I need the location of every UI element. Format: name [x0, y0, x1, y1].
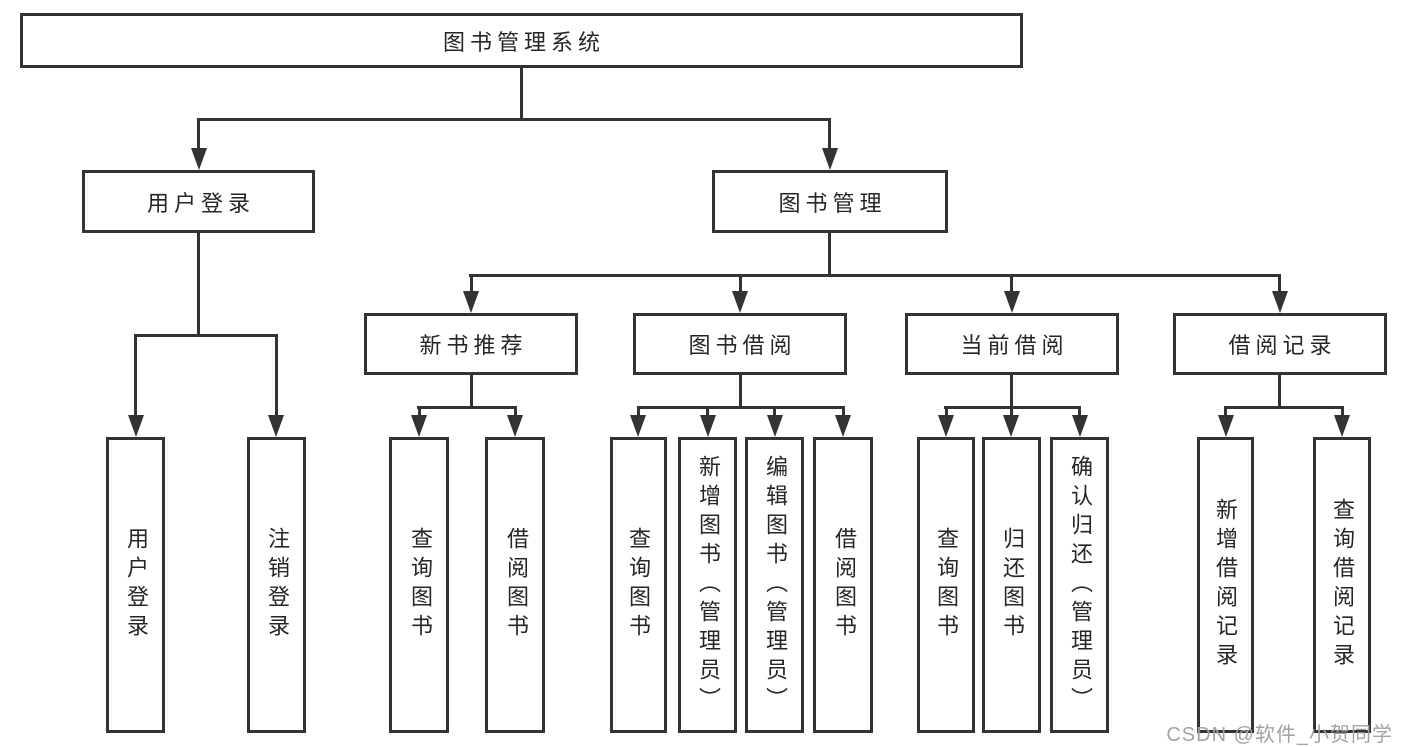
arrow-down-icon [1072, 415, 1088, 437]
connector-line [773, 406, 776, 420]
arrow-down-icon [822, 148, 838, 170]
connector-line [1278, 375, 1281, 409]
connector-line [197, 118, 200, 153]
connector-line [1010, 375, 1013, 409]
node-current-borrowing: 当前借阅 [905, 313, 1119, 375]
connector-line [470, 375, 473, 409]
connector-line [417, 406, 517, 409]
connector-line [418, 406, 421, 420]
arrow-down-icon [700, 415, 716, 437]
connector-line [1010, 274, 1013, 299]
arrow-down-icon [1272, 291, 1288, 313]
connector-line [469, 274, 1281, 277]
node-book-borrowing: 图书借阅 [633, 313, 847, 375]
arrow-down-icon [630, 415, 646, 437]
arrow-down-icon [1003, 415, 1019, 437]
node-new-book-recommendation: 新书推荐 [364, 313, 578, 375]
connector-line [1224, 406, 1344, 409]
connector-line [637, 406, 845, 409]
node-user-login: 用户登录 [82, 170, 315, 233]
arrow-down-icon [191, 148, 207, 170]
connector-line [197, 233, 200, 337]
arrow-down-icon [507, 415, 523, 437]
connector-line [706, 406, 709, 420]
connector-line [739, 375, 742, 409]
node-return-books: 归还图书 [982, 437, 1041, 733]
node-confirm-return-admin: 确认归还（管理员） [1050, 437, 1109, 733]
arrow-down-icon [268, 415, 284, 437]
node-add-books-admin: 新增图书（管理员） [678, 437, 737, 733]
node-book-management: 图书管理 [712, 170, 948, 233]
node-borrow-books-recommend: 借阅图书 [485, 437, 545, 733]
connector-line [514, 406, 517, 420]
node-query-books-current: 查询图书 [917, 437, 975, 733]
connector-line [828, 233, 831, 277]
connector-line [1224, 406, 1227, 420]
arrow-down-icon [732, 291, 748, 313]
connector-line [1278, 274, 1281, 299]
node-query-borrow-record: 查询借阅记录 [1313, 437, 1371, 733]
connector-line [134, 334, 278, 337]
node-library-management-system: 图书管理系统 [20, 13, 1023, 68]
node-user-login-leaf: 用户登录 [106, 437, 165, 733]
arrow-down-icon [1218, 415, 1234, 437]
node-edit-books-admin: 编辑图书（管理员） [745, 437, 804, 733]
arrow-down-icon [128, 415, 144, 437]
connector-line [1078, 406, 1081, 420]
connector-line [1010, 406, 1013, 420]
connector-line [945, 406, 948, 420]
arrow-down-icon [835, 415, 851, 437]
node-borrowing-records: 借阅记录 [1173, 313, 1387, 375]
connector-line [520, 68, 523, 121]
arrow-down-icon [463, 291, 479, 313]
node-query-books-recommend: 查询图书 [389, 437, 449, 733]
node-logout: 注销登录 [247, 437, 306, 733]
connector-line [828, 118, 831, 153]
connector-line [275, 334, 278, 419]
arrow-down-icon [767, 415, 783, 437]
node-query-books-borrowing: 查询图书 [610, 437, 667, 733]
connector-line [842, 406, 845, 420]
connector-line [637, 406, 640, 420]
connector-line [470, 274, 473, 299]
connector-line [134, 334, 137, 419]
arrow-down-icon [938, 415, 954, 437]
connector-line [739, 274, 742, 299]
connector-line [1341, 406, 1344, 420]
arrow-down-icon [1004, 291, 1020, 313]
arrow-down-icon [1334, 415, 1350, 437]
arrow-down-icon [411, 415, 427, 437]
connector-line [197, 118, 831, 121]
node-add-borrow-record: 新增借阅记录 [1197, 437, 1254, 733]
node-borrow-books-borrowing: 借阅图书 [813, 437, 873, 733]
watermark-text: CSDN @软件_小贺同学 [1166, 724, 1393, 746]
